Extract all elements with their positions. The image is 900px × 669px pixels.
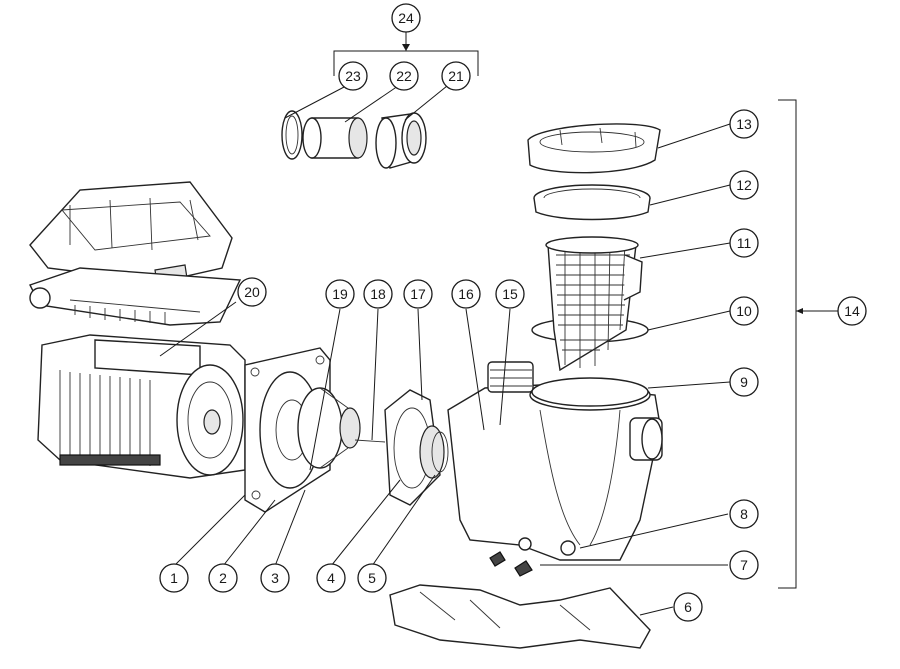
svg-text:5: 5 <box>368 570 376 586</box>
svg-text:19: 19 <box>332 286 348 302</box>
callout-15: 15 <box>495 279 525 309</box>
svg-text:20: 20 <box>244 284 260 300</box>
svg-text:8: 8 <box>740 506 748 522</box>
callout-9: 9 <box>729 367 759 397</box>
callout-7: 7 <box>729 550 759 580</box>
diffuser-drawing <box>384 389 449 506</box>
svg-text:11: 11 <box>737 235 752 251</box>
svg-text:17: 17 <box>410 286 426 302</box>
svg-text:10: 10 <box>736 303 752 319</box>
callout-24: 24 <box>391 3 421 33</box>
callout-23: 23 <box>338 61 368 91</box>
strainer-basket-drawing <box>531 236 649 372</box>
callout-3: 3 <box>260 563 290 593</box>
callout-1: 1 <box>159 563 189 593</box>
union-tailpiece-drawing <box>302 117 368 159</box>
callout-16: 16 <box>451 279 481 309</box>
callout-12: 12 <box>729 170 759 200</box>
callout-5: 5 <box>357 563 387 593</box>
union-o-ring-drawing <box>281 110 303 160</box>
svg-text:12: 12 <box>736 177 752 193</box>
callout-2: 2 <box>208 563 238 593</box>
svg-text:23: 23 <box>345 68 361 84</box>
svg-text:21: 21 <box>448 68 464 84</box>
callout-6: 6 <box>673 592 703 622</box>
svg-text:24: 24 <box>398 10 414 26</box>
svg-text:16: 16 <box>458 286 474 302</box>
pump-base-drawing <box>389 584 651 649</box>
callout-11: 11 <box>729 228 759 258</box>
svg-text:13: 13 <box>736 116 752 132</box>
strainer-lid-drawing <box>527 123 661 174</box>
callout-13: 13 <box>729 109 759 139</box>
callout-19: 19 <box>325 279 355 309</box>
svg-text:9: 9 <box>740 374 748 390</box>
svg-text:3: 3 <box>271 570 279 586</box>
svg-text:6: 6 <box>684 599 692 615</box>
seal-plate-drawing <box>244 347 331 513</box>
callout-20: 20 <box>237 277 267 307</box>
callout-14: 14 <box>837 296 867 326</box>
callout-4: 4 <box>316 563 346 593</box>
svg-text:7: 7 <box>740 557 748 573</box>
callout-18: 18 <box>363 279 393 309</box>
callout-22: 22 <box>389 61 419 91</box>
svg-text:2: 2 <box>219 570 227 586</box>
svg-text:18: 18 <box>370 286 386 302</box>
callout-8: 8 <box>729 499 759 529</box>
svg-text:4: 4 <box>327 570 335 586</box>
svg-text:14: 14 <box>844 303 860 319</box>
svg-text:1: 1 <box>170 570 178 586</box>
callout-10: 10 <box>729 296 759 326</box>
drive-controller-base <box>29 267 242 326</box>
leader-lines <box>159 32 838 616</box>
locking-ring-drawing <box>533 184 651 221</box>
svg-text:22: 22 <box>396 68 412 84</box>
svg-text:15: 15 <box>502 286 518 302</box>
union-nut-drawing <box>375 112 427 169</box>
callout-17: 17 <box>403 279 433 309</box>
callout-21: 21 <box>441 61 471 91</box>
strainer-lid-o-ring-drawing <box>531 377 649 407</box>
motor-drawing <box>37 334 246 479</box>
impeller-drawing <box>297 387 386 469</box>
